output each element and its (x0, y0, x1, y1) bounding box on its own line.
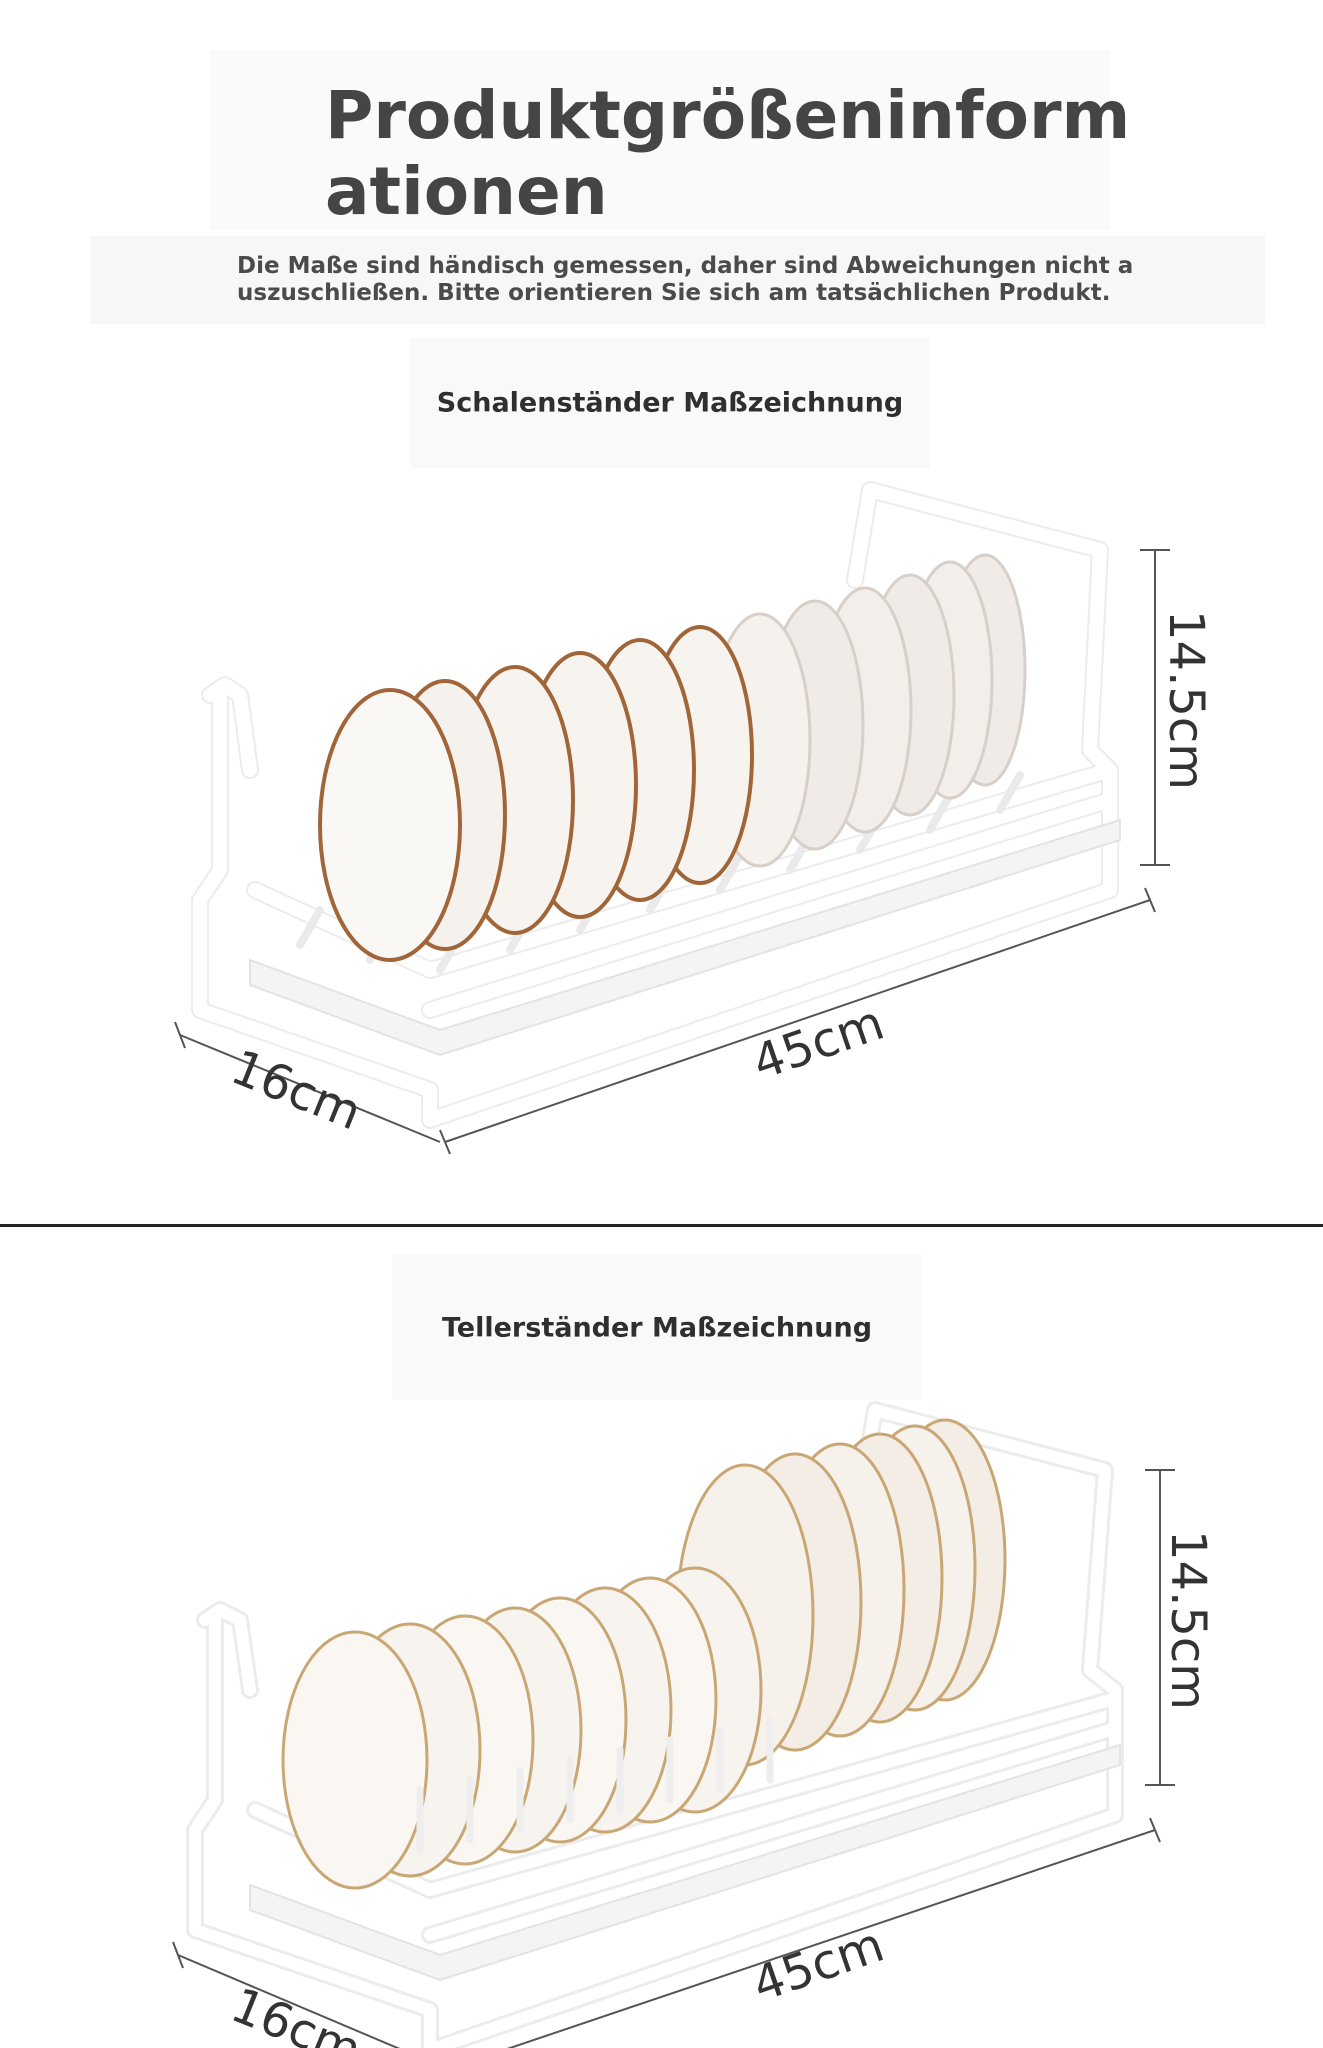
measurement-note: Die Maße sind händisch gemessen, daher s… (237, 253, 1134, 306)
plate-rack-caption: Tellerständer Maßzeichnung (441, 1312, 873, 1343)
page-title: Produktgrößeninformationen (325, 77, 1131, 230)
section-divider (0, 1224, 1323, 1227)
height-dimension-label: 14.5cm (1158, 610, 1214, 790)
plates (281, 1418, 1007, 1890)
section-caption-box: Schalenständer Maßzeichnung (410, 338, 930, 468)
section-caption-box: Tellerständer Maßzeichnung (392, 1255, 922, 1400)
dimension-lines (174, 549, 1170, 1155)
bowls (318, 553, 1027, 962)
rack-frame (191, 481, 1119, 1129)
title-background (210, 50, 1110, 230)
bowl-rack-drawing: 14.5cm 45cm 16cm (174, 481, 1214, 1155)
subtitle-background (90, 236, 1265, 324)
bowl-rack-caption: Schalenständer Maßzeichnung (436, 387, 904, 419)
plate-rack-drawing: 14.5cm 45cm 16cm (172, 1401, 1216, 2048)
drip-tray (249, 818, 1121, 1057)
height-dimension-label: 14.5cm (1160, 1530, 1216, 1710)
drip-tray (249, 1743, 1121, 1982)
rack-prongs (416, 1716, 774, 1854)
